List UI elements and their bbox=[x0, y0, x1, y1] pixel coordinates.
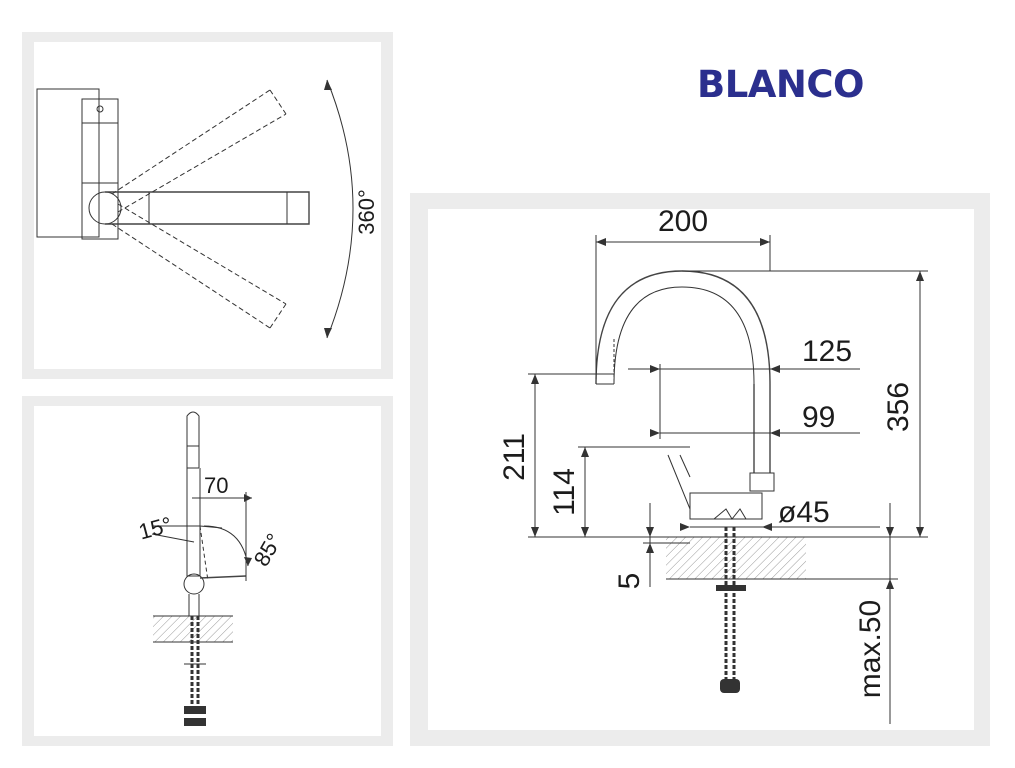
dim-spout-inner: 99 bbox=[802, 401, 835, 434]
faucet-body bbox=[81, 98, 119, 240]
rotation-label: 360° bbox=[354, 189, 379, 235]
spout-arc-inner bbox=[613, 286, 755, 385]
spout-straight bbox=[105, 191, 310, 225]
counter-section bbox=[666, 537, 806, 579]
hose-fitting-bottom bbox=[184, 718, 206, 726]
side-body bbox=[186, 468, 201, 577]
dim-counter-thickness: 5 bbox=[613, 573, 646, 590]
spout-rotated-down bbox=[111, 203, 287, 329]
front-body-collar bbox=[749, 472, 775, 492]
body-dot bbox=[96, 105, 104, 113]
front-view-canvas: 200 356 125 99 211 bbox=[428, 209, 974, 730]
dim-tilt: 15° bbox=[136, 512, 175, 545]
rotation-arc bbox=[326, 79, 354, 339]
brand-logo: BLANCO bbox=[697, 63, 865, 106]
dim-counter-max: max.50 bbox=[854, 600, 887, 698]
top-view-panel: 360° bbox=[22, 32, 393, 379]
spout-rotated-up bbox=[111, 89, 287, 213]
lever-angle-arc bbox=[203, 525, 249, 567]
spout-side bbox=[186, 411, 200, 468]
wall-plate bbox=[36, 88, 100, 238]
front-body bbox=[689, 492, 763, 520]
front-view-drawing: 200 356 125 99 211 bbox=[498, 209, 928, 724]
side-view-drawing: 70 15° 85° bbox=[136, 411, 287, 726]
top-view-canvas: 360° bbox=[34, 42, 381, 369]
dim-reach: 70 bbox=[204, 473, 228, 498]
side-hoses bbox=[190, 616, 200, 706]
side-body-joint bbox=[183, 573, 205, 595]
dim-body-height: 114 bbox=[548, 468, 581, 516]
hose-fitting bbox=[720, 679, 740, 693]
side-view-panel: 70 15° 85° bbox=[22, 396, 393, 746]
front-hoses bbox=[724, 527, 736, 679]
hose-fitting-top bbox=[184, 706, 206, 714]
dim-spout-offset: 125 bbox=[802, 335, 852, 368]
dim-base-diameter: ø45 bbox=[778, 496, 830, 529]
top-view-drawing: 360° bbox=[36, 79, 379, 339]
dim-height-total: 356 bbox=[882, 382, 915, 432]
front-view-panel: 200 356 125 99 211 bbox=[410, 193, 990, 746]
dim-spout-height: 211 bbox=[498, 433, 531, 481]
side-view-canvas: 70 15° 85° bbox=[34, 406, 381, 736]
pivot-circle bbox=[88, 191, 122, 225]
dim-width: 200 bbox=[658, 209, 708, 238]
lever-front bbox=[667, 454, 691, 519]
dim-lever-angle: 85° bbox=[249, 529, 287, 570]
